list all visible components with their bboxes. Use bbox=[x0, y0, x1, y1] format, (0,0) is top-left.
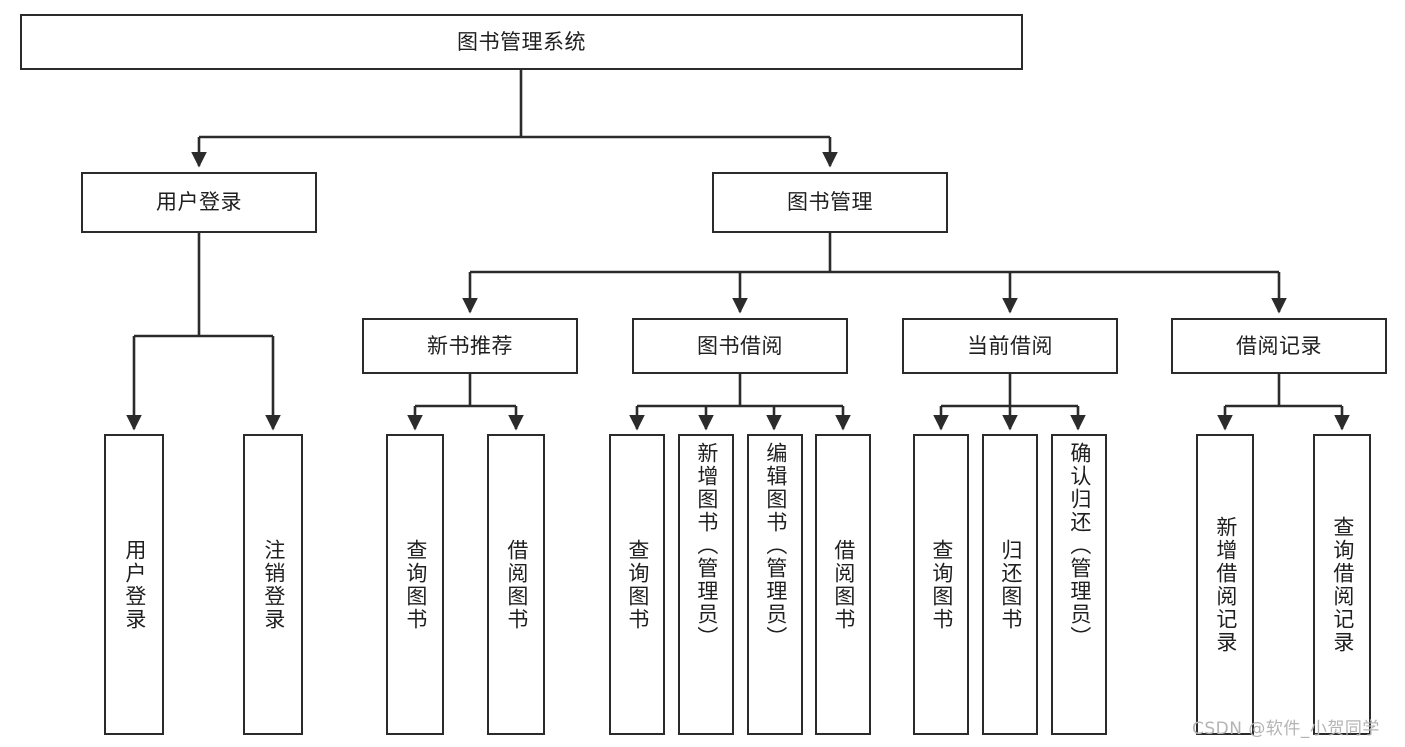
leaf-user-login-signin[interactable]: 用户登录 bbox=[104, 434, 164, 735]
node-new-book-recommend-label: 新书推荐 bbox=[427, 333, 513, 358]
leaf-user-login-signout[interactable]: 注销登录 bbox=[243, 434, 303, 735]
leaf-current-query-book-label: 查询图书 bbox=[929, 538, 954, 631]
node-book-borrow[interactable]: 图书借阅 bbox=[632, 318, 848, 374]
leaf-borrow-edit-book[interactable]: 编辑图书（管理员） bbox=[747, 434, 803, 735]
leaf-borrow-edit-book-label: 编辑图书（管理员） bbox=[763, 442, 788, 649]
leaf-current-query-book[interactable]: 查询图书 bbox=[913, 434, 969, 735]
node-book-borrow-label: 图书借阅 bbox=[697, 333, 783, 358]
leaf-record-add[interactable]: 新增借阅记录 bbox=[1196, 434, 1254, 735]
node-root-label: 图书管理系统 bbox=[457, 29, 586, 54]
leaf-new-book-query[interactable]: 查询图书 bbox=[386, 434, 444, 735]
node-borrow-record-label: 借阅记录 bbox=[1236, 333, 1322, 358]
node-new-book-recommend[interactable]: 新书推荐 bbox=[362, 318, 578, 374]
leaf-current-return-book[interactable]: 归还图书 bbox=[982, 434, 1038, 735]
node-book-management[interactable]: 图书管理 bbox=[712, 172, 948, 233]
leaf-record-query[interactable]: 查询借阅记录 bbox=[1313, 434, 1371, 735]
node-borrow-record[interactable]: 借阅记录 bbox=[1171, 318, 1387, 374]
leaf-record-add-label: 新增借阅记录 bbox=[1213, 515, 1238, 654]
leaf-new-book-borrow[interactable]: 借阅图书 bbox=[487, 434, 545, 735]
node-current-borrow-label: 当前借阅 bbox=[967, 333, 1053, 358]
leaf-current-return-book-label: 归还图书 bbox=[998, 538, 1023, 631]
leaf-new-book-query-label: 查询图书 bbox=[403, 538, 428, 631]
leaf-user-login-signin-label: 用户登录 bbox=[122, 538, 147, 631]
leaf-borrow-borrow-book[interactable]: 借阅图书 bbox=[815, 434, 871, 735]
leaf-record-query-label: 查询借阅记录 bbox=[1330, 515, 1355, 654]
node-book-management-label: 图书管理 bbox=[787, 190, 873, 215]
leaf-borrow-borrow-book-label: 借阅图书 bbox=[831, 538, 856, 631]
leaf-borrow-add-book-label: 新增图书（管理员） bbox=[694, 442, 719, 649]
leaf-new-book-borrow-label: 借阅图书 bbox=[504, 538, 529, 631]
leaf-borrow-query-book-label: 查询图书 bbox=[625, 538, 650, 631]
leaf-borrow-query-book[interactable]: 查询图书 bbox=[609, 434, 665, 735]
leaf-borrow-add-book[interactable]: 新增图书（管理员） bbox=[678, 434, 734, 735]
node-user-login[interactable]: 用户登录 bbox=[81, 172, 317, 233]
leaf-user-login-signout-label: 注销登录 bbox=[261, 538, 286, 631]
node-user-login-label: 用户登录 bbox=[156, 190, 242, 215]
node-root[interactable]: 图书管理系统 bbox=[20, 14, 1023, 70]
leaf-current-confirm-return-label: 确认归还（管理员） bbox=[1067, 442, 1092, 649]
node-current-borrow[interactable]: 当前借阅 bbox=[902, 318, 1118, 374]
csdn-watermark: CSDN @软件_小贺同学 bbox=[1192, 719, 1380, 739]
leaf-current-confirm-return[interactable]: 确认归还（管理员） bbox=[1051, 434, 1107, 735]
